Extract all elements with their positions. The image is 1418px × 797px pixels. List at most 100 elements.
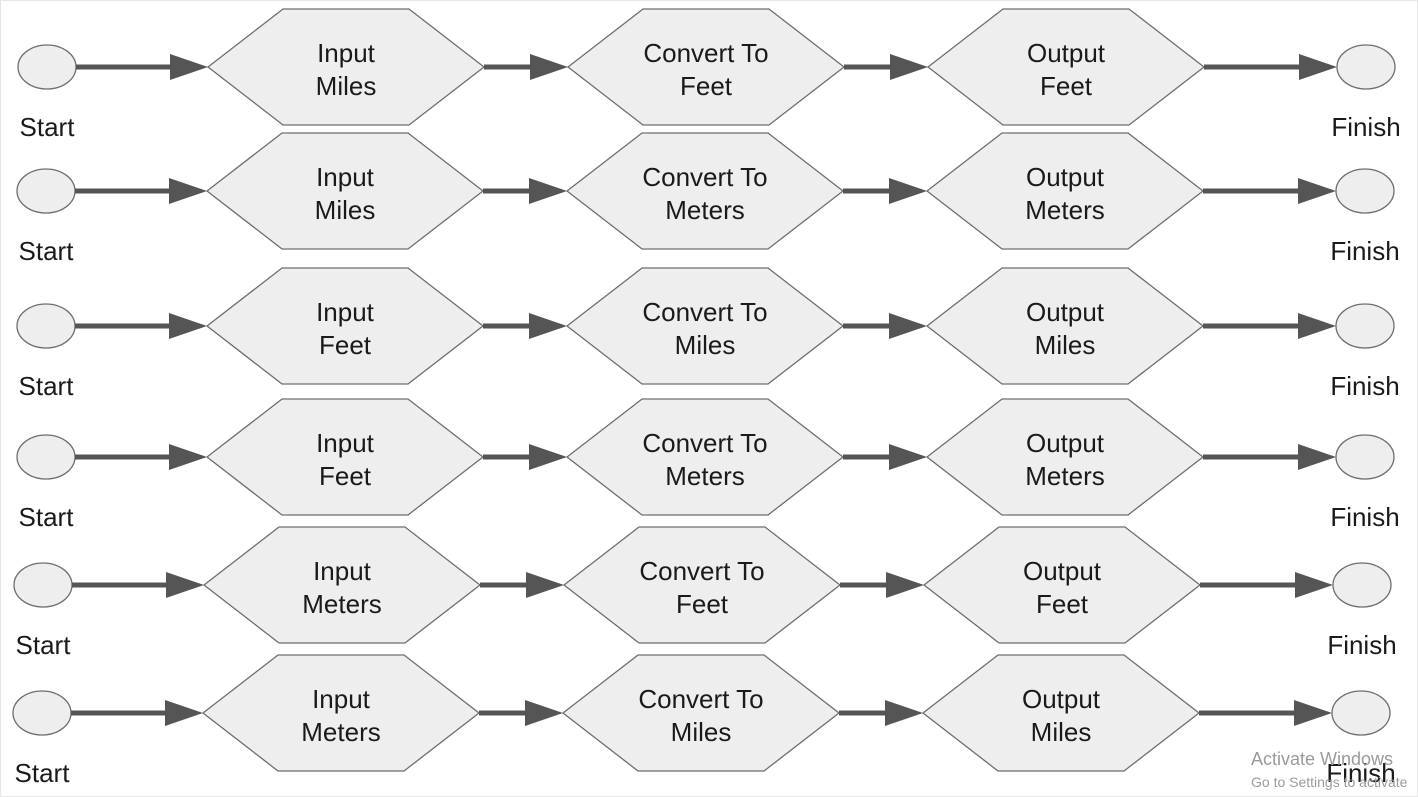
edge-start-to-input [76, 54, 208, 80]
edge-input-to-convert [479, 700, 563, 726]
input-label-line1: Input [316, 297, 375, 327]
output-label-line2: Miles [1031, 717, 1092, 747]
finish-label: Finish [1330, 371, 1399, 401]
arrowhead-icon [1295, 572, 1333, 598]
input-label-line1: Input [313, 556, 372, 586]
edge-output-to-finish [1203, 444, 1336, 470]
start-node [16, 303, 76, 349]
edge-output-to-finish [1200, 572, 1333, 598]
convert-label-line1: Convert To [642, 428, 767, 458]
arrowhead-icon [169, 313, 207, 339]
edge-input-to-convert [480, 572, 564, 598]
arrowhead-icon [886, 572, 924, 598]
output-label-line1: Output [1026, 297, 1105, 327]
edge-convert-to-output [844, 54, 928, 80]
start-node [13, 562, 73, 608]
output-label-line2: Miles [1035, 330, 1096, 360]
finish-node [1335, 434, 1395, 480]
edge-convert-to-output [843, 178, 927, 204]
edge-convert-to-output [839, 700, 923, 726]
output-label-line1: Output [1023, 556, 1102, 586]
convert-label-line2: Meters [665, 195, 744, 225]
edge-start-to-input [71, 700, 203, 726]
start-label: Start [20, 112, 76, 142]
input-label-line2: Feet [319, 461, 372, 491]
edge-convert-to-output [843, 313, 927, 339]
arrowhead-icon [885, 700, 923, 726]
arrowhead-icon [169, 178, 207, 204]
finish-label: Finish [1327, 630, 1396, 660]
arrowhead-icon [169, 444, 207, 470]
arrowhead-icon [1299, 54, 1337, 80]
convert-label-line2: Miles [671, 717, 732, 747]
input-label-line1: Input [317, 38, 376, 68]
start-label: Start [15, 758, 71, 788]
finish-label: Finish [1330, 236, 1399, 266]
input-label-line2: Miles [316, 71, 377, 101]
start-label: Start [19, 371, 75, 401]
convert-label-line2: Miles [675, 330, 736, 360]
arrowhead-icon [529, 313, 567, 339]
start-node [16, 168, 76, 214]
start-label: Start [19, 502, 75, 532]
arrowhead-icon [529, 444, 567, 470]
output-label-line2: Feet [1036, 589, 1089, 619]
finish-node [1331, 690, 1391, 736]
input-label-line1: Input [316, 428, 375, 458]
arrowhead-icon [1298, 313, 1336, 339]
finish-node [1335, 303, 1395, 349]
output-label-line2: Meters [1025, 461, 1104, 491]
arrowhead-icon [889, 313, 927, 339]
edge-convert-to-output [843, 444, 927, 470]
convert-label-line1: Convert To [638, 684, 763, 714]
arrowhead-icon [529, 178, 567, 204]
start-node [16, 434, 76, 480]
start-label: Start [19, 236, 75, 266]
finish-node [1332, 562, 1392, 608]
edge-start-to-input [75, 444, 207, 470]
edge-input-to-convert [483, 313, 567, 339]
edge-output-to-finish [1199, 700, 1332, 726]
input-label-line2: Meters [301, 717, 380, 747]
edge-start-to-input [72, 572, 204, 598]
arrowhead-icon [165, 700, 203, 726]
arrowhead-icon [530, 54, 568, 80]
finish-node [1336, 44, 1396, 90]
arrowhead-icon [1298, 178, 1336, 204]
finish-node [1335, 168, 1395, 214]
arrowhead-icon [1298, 444, 1336, 470]
convert-label-line2: Meters [665, 461, 744, 491]
input-label-line1: Input [312, 684, 371, 714]
edge-start-to-input [75, 313, 207, 339]
convert-label-line1: Convert To [643, 38, 768, 68]
output-label-line1: Output [1027, 38, 1106, 68]
output-label-line2: Feet [1040, 71, 1093, 101]
arrowhead-icon [526, 572, 564, 598]
convert-label-line2: Feet [676, 589, 729, 619]
arrowhead-icon [166, 572, 204, 598]
input-label-line2: Meters [302, 589, 381, 619]
edge-input-to-convert [484, 54, 568, 80]
watermark-title: Activate Windows [1251, 749, 1394, 769]
edge-convert-to-output [840, 572, 924, 598]
edge-start-to-input [75, 178, 207, 204]
